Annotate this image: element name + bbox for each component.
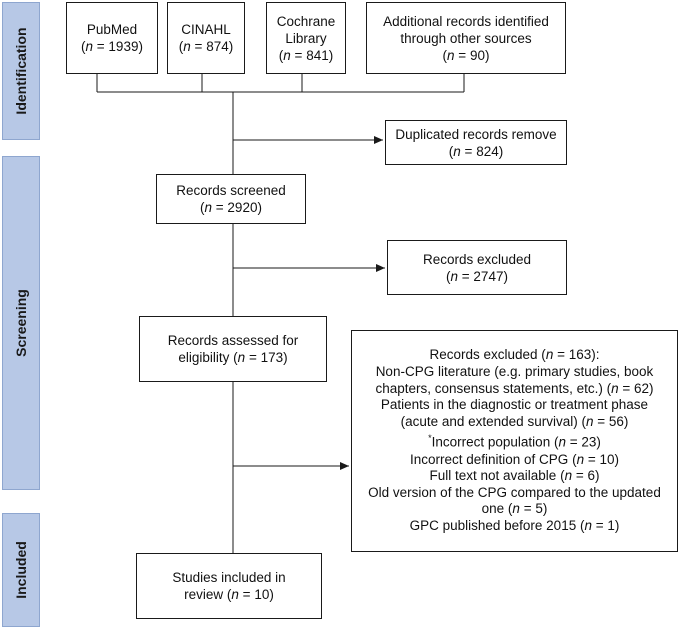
assessed-box: Records assessed for eligibility (n = 17…	[139, 316, 327, 382]
source-box-pubmed: PubMed (n = 1939)	[66, 2, 158, 74]
reason-line: (acute and extended survival) (n = 56)	[400, 413, 629, 429]
source-count: (n = 874)	[178, 39, 234, 54]
phase-screening-label: Screening	[13, 289, 29, 357]
source-count: (n = 841)	[278, 47, 334, 63]
screened-label: Records screened	[176, 183, 286, 198]
reason-line: GPC published before 2015 (n = 1)	[409, 517, 620, 533]
reason-line: Incorrect definition of CPG (n = 10)	[409, 451, 619, 467]
reason-line: one (n = 5)	[481, 501, 548, 517]
source-name: Cochrane	[276, 13, 336, 29]
reason-line: *Incorrect population (n = 23)	[428, 433, 601, 450]
duplicates-count: (n = 824)	[448, 143, 504, 159]
excluded-box: Records excluded (n = 2747)	[387, 240, 567, 295]
excluded-reasons-box: Records excluded (n = 163): Non-CPG lite…	[351, 330, 678, 552]
source-name: Additional records identified	[383, 13, 549, 29]
source-box-cinahl: CINAHL (n = 874)	[167, 2, 245, 74]
source-box-cochrane: Cochrane Library (n = 841)	[266, 2, 346, 74]
screened-box: Records screened (n = 2920)	[156, 174, 306, 224]
reason-line: chapters, consensus statements, etc.) (n…	[375, 380, 654, 396]
included-label-count: review (n = 10)	[184, 587, 274, 602]
excluded-count: (n = 2747)	[446, 268, 508, 284]
assessed-label-count: eligibility (n = 173)	[178, 350, 288, 365]
reason-line: Patients in the diagnostic or treatment …	[380, 397, 649, 413]
included-label: Studies included in	[172, 570, 286, 585]
source-name: CINAHL	[181, 22, 231, 37]
source-box-additional: Additional records identified through ot…	[366, 2, 566, 74]
screened-count: (n = 2920)	[200, 200, 262, 215]
phase-included: Included	[2, 513, 40, 627]
duplicates-box: Duplicated records remove (n = 824)	[385, 120, 567, 165]
source-count: (n = 90)	[442, 47, 490, 63]
assessed-label: Records assessed for	[167, 333, 299, 348]
source-name: Library	[285, 30, 327, 46]
reason-line: Old version of the CPG compared to the u…	[368, 484, 661, 500]
phase-identification-label: Identification	[13, 27, 29, 115]
source-count: (n = 1939)	[81, 39, 143, 54]
reason-line: Non-CPG literature (e.g. primary studies…	[375, 364, 654, 380]
duplicates-label: Duplicated records remove	[395, 126, 557, 142]
phase-included-label: Included	[13, 541, 29, 599]
included-box: Studies included in review (n = 10)	[136, 553, 322, 619]
source-name: through other sources	[400, 30, 532, 46]
phase-identification: Identification	[2, 2, 40, 140]
excluded-reasons-title: Records excluded (n = 163):	[429, 347, 600, 363]
phase-screening: Screening	[2, 156, 40, 490]
excluded-label: Records excluded	[422, 251, 532, 267]
reason-line: Full text not available (n = 6)	[429, 468, 600, 484]
source-name: PubMed	[86, 22, 138, 37]
